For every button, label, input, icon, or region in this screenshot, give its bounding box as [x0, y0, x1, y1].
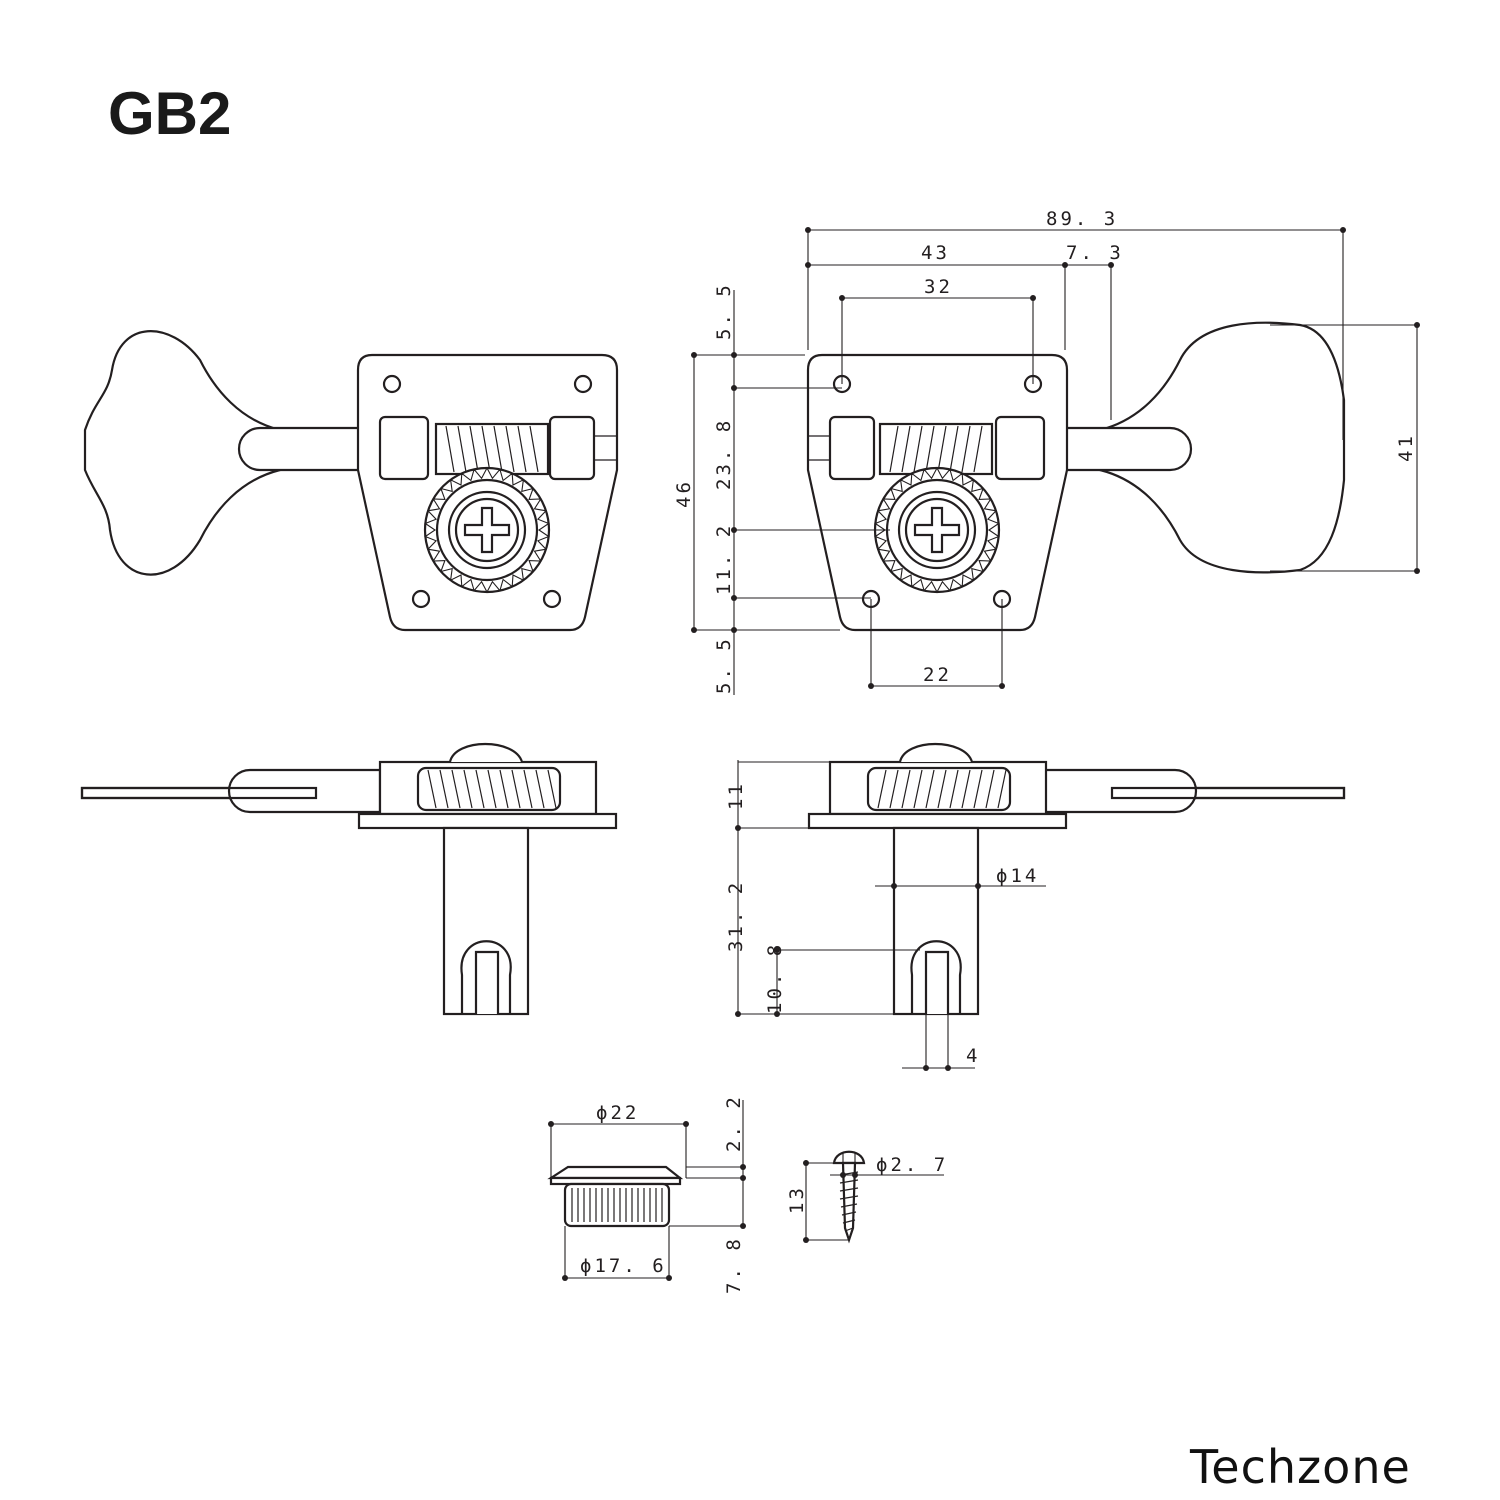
mounting-plate [357, 812, 618, 830]
mounting-hole [411, 589, 431, 609]
key-shaft [1043, 768, 1198, 814]
shaft-bearing [828, 415, 876, 481]
dim-plate-height: 46 [673, 479, 695, 508]
bushing-drawing: ϕ22 ϕ17. 6 2. 2 7. 8 [547, 1094, 746, 1294]
dim-plate-to-post: 43 [921, 242, 950, 264]
front-view-right [806, 321, 1346, 632]
dim-key-height: 41 [1395, 433, 1417, 462]
worm-threads [889, 425, 983, 473]
dim-bushing-flange-diameter: ϕ22 [596, 1102, 639, 1124]
dim-bushing-diameter: ϕ17. 6 [580, 1255, 667, 1277]
bushing-flange [547, 1165, 684, 1180]
mounting-hole [542, 589, 562, 609]
key-shaft-left [237, 426, 382, 472]
dim-post-offset: 7. 3 [1066, 242, 1124, 264]
dim-hole-to-shaft: 23. 8 [713, 418, 735, 490]
dim-slot-width: 4 [966, 1045, 980, 1067]
key-butterfly-right [1098, 321, 1346, 574]
dim-hole-spacing-top: 32 [924, 276, 953, 298]
front-view-left [83, 330, 619, 632]
dim-hole-spacing-bottom: 22 [923, 664, 952, 686]
screw-drawing: 13 ϕ2. 7 [786, 1150, 948, 1244]
brand-logo: Techzone [1190, 1440, 1411, 1494]
key-shaft [227, 768, 382, 814]
gear-wheel [873, 466, 1001, 594]
dim-bushing-height: 7. 8 [723, 1236, 745, 1294]
key-shaft-right [1043, 426, 1193, 472]
key-butterfly-left [83, 330, 282, 576]
front-view-dimensions: 89. 3 43 7. 3 32 41 46 5. 5 23. 8 11. [673, 208, 1420, 695]
bushing-body [563, 1182, 671, 1228]
mounting-plate [807, 812, 1068, 830]
dim-side-height: 11 [725, 781, 747, 810]
dim-post-diameter: ϕ14 [996, 865, 1039, 887]
gear-wheel [423, 466, 551, 594]
mounting-hole [573, 374, 593, 394]
shaft-bearing [378, 415, 430, 481]
dim-hole-to-gear: 11. 2 [713, 523, 735, 595]
dim-screw-head-diameter: ϕ2. 7 [876, 1154, 948, 1176]
dim-slot-depth: 10. 8 [764, 942, 786, 1014]
dim-bottom-margin: 5. 5 [713, 636, 735, 694]
screw-head [832, 1150, 866, 1165]
dim-post-length: 31. 2 [725, 880, 747, 952]
side-view-dimensions: 11 31. 2 10. 8 ϕ14 4 [725, 760, 1046, 1071]
side-view-left [80, 743, 618, 1016]
dim-top-margin: 5. 5 [713, 282, 735, 340]
product-title: GB2 [108, 80, 232, 147]
dim-screw-length: 13 [786, 1185, 808, 1214]
mounting-hole [382, 374, 402, 394]
gear-dome [448, 743, 524, 763]
side-view-right [807, 743, 1346, 1016]
shaft-bearing [994, 415, 1046, 481]
dim-bushing-flange-height: 2. 2 [723, 1094, 745, 1152]
worm-threads [445, 425, 539, 473]
dim-overall-length: 89. 3 [1046, 208, 1118, 230]
gear-dome [898, 743, 974, 763]
shaft-bearing [548, 415, 596, 481]
